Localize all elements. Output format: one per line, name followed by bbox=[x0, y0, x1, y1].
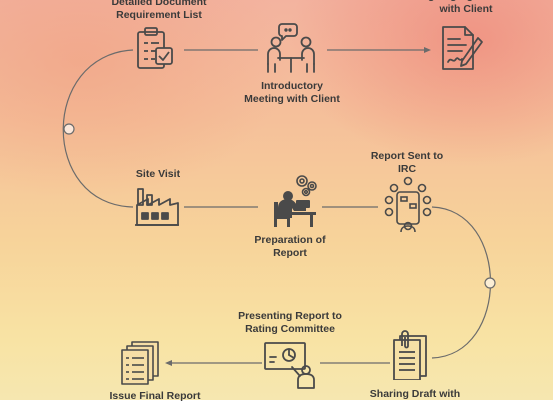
step-label-site-visit: Site Visit bbox=[135, 168, 181, 180]
step-label-report-sent: Report Sent to IRC bbox=[370, 150, 444, 175]
meeting-icon bbox=[267, 23, 315, 73]
clipped-documents-icon bbox=[393, 330, 427, 380]
connector-irc-to-draft bbox=[431, 206, 492, 359]
document-stack-icon bbox=[121, 341, 159, 385]
arrow-head-agreement bbox=[424, 47, 431, 53]
connector-node-left bbox=[63, 123, 75, 135]
step-label-issue-final: Issue Final Report bbox=[109, 390, 201, 402]
step-label-signing-agreement: Signing Agreement with Client bbox=[418, 0, 514, 15]
step-label-presenting-report: Presenting Report to Rating Committee bbox=[238, 310, 342, 335]
arrow-head-final bbox=[165, 360, 172, 366]
person-at-desk-gears-icon bbox=[274, 175, 317, 227]
step-label-sharing-draft: Sharing Draft with bbox=[369, 388, 461, 400]
step-label-introductory-meeting: Introductory Meeting with Client bbox=[244, 80, 340, 105]
clipboard-checklist-icon bbox=[137, 27, 173, 69]
step-label-detailed-document: Detailed Document Requirement List bbox=[111, 0, 207, 21]
committee-table-icon bbox=[384, 176, 432, 232]
step-label-preparation: Preparation of Report bbox=[254, 234, 326, 259]
presentation-board-icon bbox=[264, 342, 315, 389]
connector-node-right bbox=[484, 277, 496, 289]
contract-signing-icon bbox=[442, 26, 483, 70]
factory-icon bbox=[135, 188, 179, 226]
